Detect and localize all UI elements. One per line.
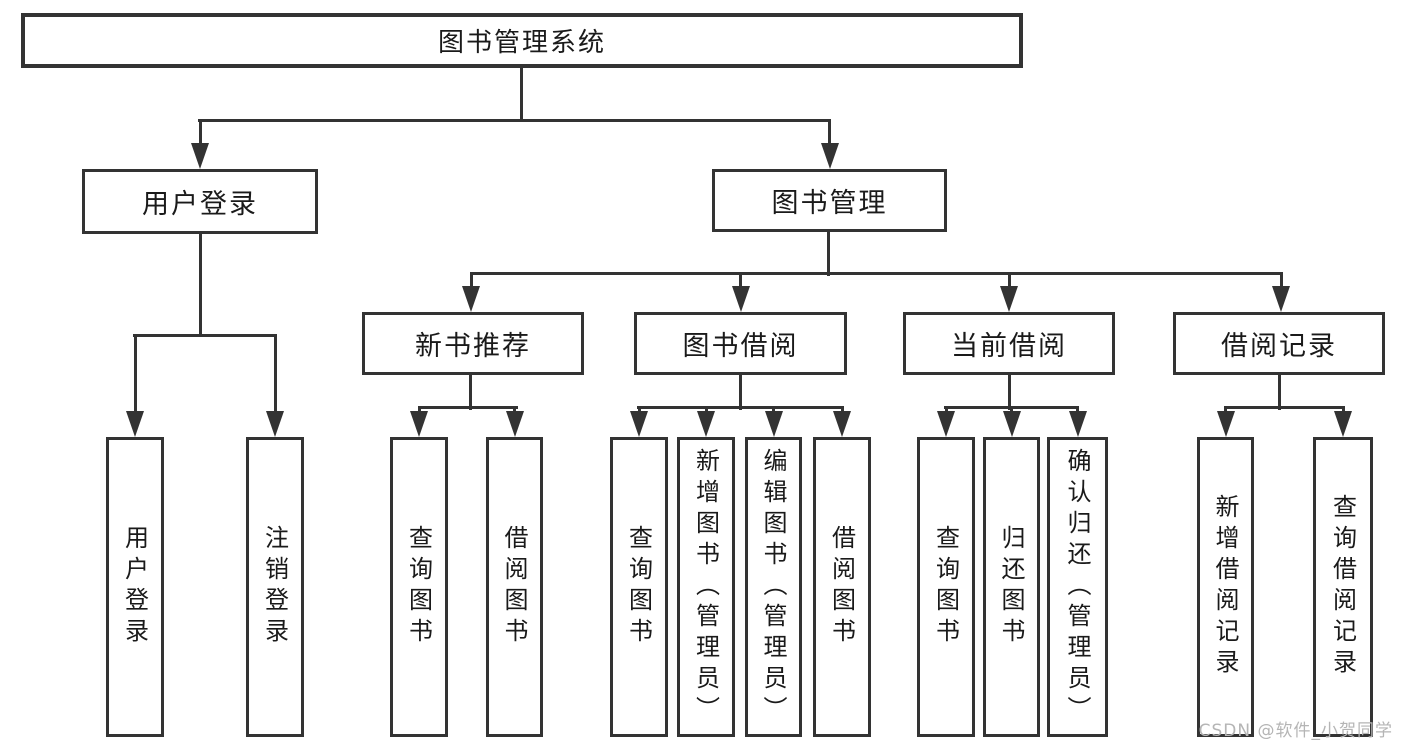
- line: [1008, 272, 1011, 292]
- line: [470, 272, 1283, 275]
- arrowhead: [765, 411, 783, 437]
- leaf-label: 注销登录: [260, 525, 289, 649]
- node-label: 图书管理系统: [437, 28, 606, 58]
- arrowhead: [1000, 286, 1018, 312]
- leaf-borrow-books: 借阅图书: [813, 437, 871, 737]
- leaf-label: 查询图书: [624, 525, 653, 649]
- leaf-label: 查询图书: [931, 525, 960, 649]
- line: [199, 119, 202, 149]
- line: [1224, 406, 1227, 414]
- leaf-label: 查询借阅记录: [1328, 494, 1357, 680]
- arrowhead: [462, 286, 480, 312]
- node-current-borrow: 当前借阅: [903, 312, 1115, 375]
- line: [1076, 406, 1079, 414]
- line: [739, 272, 742, 292]
- line: [1224, 406, 1344, 409]
- arrowhead: [410, 411, 428, 437]
- leaf-query-borrow-record: 查询借阅记录: [1313, 437, 1373, 737]
- arrowhead: [697, 411, 715, 437]
- node-label: 借阅记录: [1221, 331, 1337, 362]
- line: [772, 406, 775, 414]
- arrowhead: [821, 143, 839, 169]
- leaf-add-book-admin: 新增图书（管理员）: [677, 437, 735, 737]
- watermark: CSDN @软件_小贺同学: [1198, 721, 1393, 741]
- arrowhead: [1069, 411, 1087, 437]
- line: [1278, 375, 1281, 410]
- line: [418, 406, 421, 414]
- line: [199, 234, 202, 337]
- node-label: 用户登录: [142, 189, 258, 220]
- line: [1342, 406, 1345, 414]
- line: [637, 406, 844, 409]
- leaf-label: 用户登录: [120, 525, 149, 649]
- arrowhead: [126, 411, 144, 437]
- line: [469, 375, 472, 410]
- node-new-book-recommend: 新书推荐: [362, 312, 584, 375]
- leaf-add-borrow-record: 新增借阅记录: [1197, 437, 1254, 737]
- leaf-label: 借阅图书: [500, 525, 528, 649]
- line: [470, 272, 473, 292]
- leaf-logout: 注销登录: [246, 437, 304, 737]
- line: [520, 68, 523, 122]
- leaf-user-login: 用户登录: [106, 437, 164, 737]
- arrowhead: [506, 411, 524, 437]
- line: [418, 406, 518, 409]
- node-label: 当前借阅: [951, 331, 1067, 362]
- leaf-borrow-books-recommend: 借阅图书: [486, 437, 543, 737]
- node-label: 图书借阅: [682, 331, 799, 362]
- line: [133, 334, 277, 337]
- leaf-edit-book-admin: 编辑图书（管理员）: [745, 437, 802, 737]
- line: [828, 119, 831, 149]
- node-book-management: 图书管理: [712, 169, 947, 232]
- line: [198, 119, 831, 122]
- arrowhead: [266, 411, 284, 437]
- line: [1010, 406, 1013, 414]
- node-label: 图书管理: [771, 188, 888, 219]
- leaf-confirm-return-admin: 确认归还（管理员）: [1047, 437, 1108, 737]
- line: [1280, 272, 1283, 292]
- leaf-label: 确认归还（管理员）: [1063, 447, 1091, 727]
- line: [827, 232, 830, 276]
- arrowhead: [1003, 411, 1021, 437]
- line: [945, 406, 948, 414]
- node-user-login: 用户登录: [82, 169, 318, 234]
- leaf-label: 编辑图书（管理员）: [759, 447, 787, 727]
- arrowhead: [732, 286, 750, 312]
- leaf-label: 借阅图书: [827, 525, 856, 649]
- line: [705, 406, 708, 414]
- node-book-borrow: 图书借阅: [634, 312, 847, 375]
- line: [638, 406, 641, 414]
- line: [1008, 375, 1011, 410]
- leaf-query-books-borrow: 查询图书: [610, 437, 668, 737]
- line: [513, 406, 516, 414]
- node-borrow-record: 借阅记录: [1173, 312, 1385, 375]
- arrowhead: [1217, 411, 1235, 437]
- node-label: 新书推荐: [415, 331, 531, 362]
- arrowhead: [191, 143, 209, 169]
- line: [274, 334, 277, 416]
- line: [841, 406, 844, 414]
- arrowhead: [937, 411, 955, 437]
- leaf-label: 查询图书: [404, 525, 433, 649]
- leaf-label: 新增借阅记录: [1211, 494, 1239, 680]
- arrowhead: [1272, 286, 1290, 312]
- node-library-management-system: 图书管理系统: [21, 13, 1023, 68]
- leaf-return-book: 归还图书: [983, 437, 1040, 737]
- arrowhead: [630, 411, 648, 437]
- leaf-query-books-recommend: 查询图书: [390, 437, 448, 737]
- leaf-label: 归还图书: [997, 525, 1025, 649]
- leaf-query-books-current: 查询图书: [917, 437, 975, 737]
- arrowhead: [833, 411, 851, 437]
- leaf-label: 新增图书（管理员）: [691, 447, 720, 727]
- line: [134, 334, 137, 416]
- line: [739, 375, 742, 410]
- arrowhead: [1334, 411, 1352, 437]
